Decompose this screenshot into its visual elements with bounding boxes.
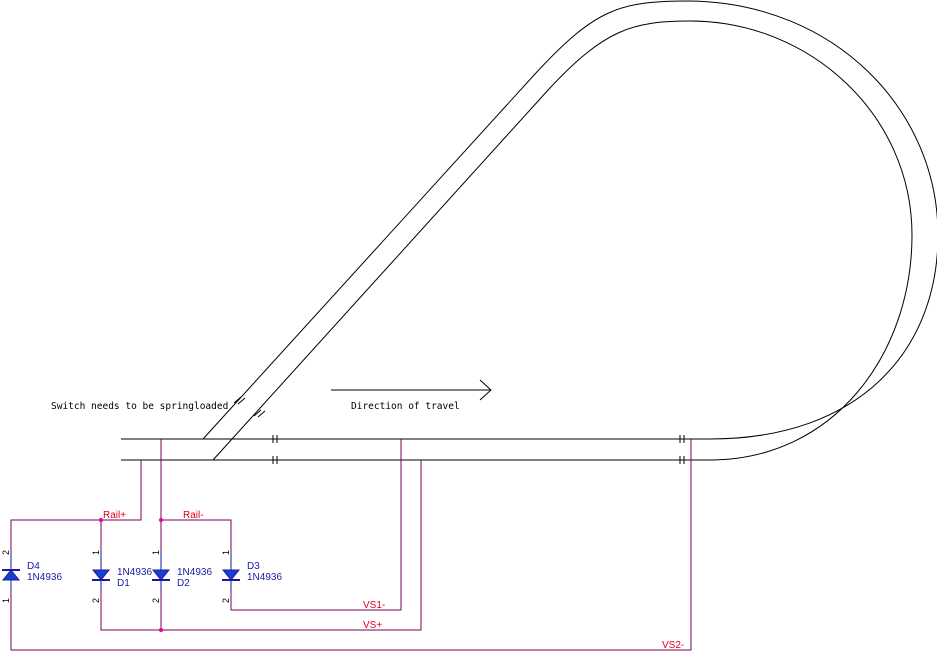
- d2-pin-top: 1: [151, 550, 161, 555]
- d1-pin-top: 1: [91, 550, 101, 555]
- d3-pin-top: 1: [221, 550, 231, 555]
- junction-rail-minus: [159, 518, 163, 522]
- vs-plus-wire: [100, 460, 422, 631]
- diode-d2: 1N4936 D2 1 2: [151, 550, 212, 603]
- d2-symbol: [151, 569, 171, 581]
- d1-symbol: [91, 569, 111, 581]
- loop-outer-rail: [202, 0, 937, 440]
- d1-pin-bottom: 2: [91, 598, 101, 603]
- switch-note: Switch needs to be springloaded: [51, 401, 228, 412]
- diode-d1: 1N4936 D1 1 2: [91, 550, 152, 603]
- d4-pin-bottom: 1: [1, 598, 11, 603]
- diode-d3: D3 1N4936 1 2: [221, 550, 282, 603]
- d2-ref: D2: [177, 578, 190, 589]
- d2-pin-bottom: 2: [151, 598, 161, 603]
- junction-vs-plus: [159, 628, 163, 632]
- d2-value: 1N4936: [177, 567, 212, 578]
- net-label-rail-plus: Rail+: [103, 510, 126, 521]
- d3-ref: D3: [247, 561, 260, 572]
- direction-note: Direction of travel: [351, 401, 460, 412]
- d4-pin-top: 2: [1, 550, 11, 555]
- d3-symbol: [221, 569, 241, 581]
- rail-minus-wire: [160, 439, 232, 551]
- rail-plus-wire: [10, 460, 142, 551]
- wiring: [10, 439, 692, 651]
- d4-value: 1N4936: [27, 572, 62, 583]
- d4-symbol: [1, 569, 21, 581]
- loop-inner-rail: [212, 20, 913, 461]
- junction-rail-plus: [99, 518, 103, 522]
- net-label-vs-plus: VS+: [363, 620, 382, 631]
- d3-pin-bottom: 2: [221, 598, 231, 603]
- direction-arrow-icon: [331, 379, 492, 401]
- d3-value: 1N4936: [247, 572, 282, 583]
- d4-ref: D4: [27, 561, 40, 572]
- net-label-rail-minus: Rail-: [183, 510, 204, 521]
- net-label-vs2-minus: VS2-: [662, 640, 684, 651]
- rail-insulator-gap: [233, 396, 685, 464]
- vs2-minus-wire: [10, 439, 692, 651]
- d1-value: 1N4936: [117, 567, 152, 578]
- d1-ref: D1: [117, 578, 130, 589]
- track-layout: [121, 0, 937, 464]
- net-label-vs1-minus: VS1-: [363, 600, 385, 611]
- diode-d4: D4 1N4936 2 1: [1, 550, 62, 603]
- vs1-minus-wire: [230, 439, 402, 611]
